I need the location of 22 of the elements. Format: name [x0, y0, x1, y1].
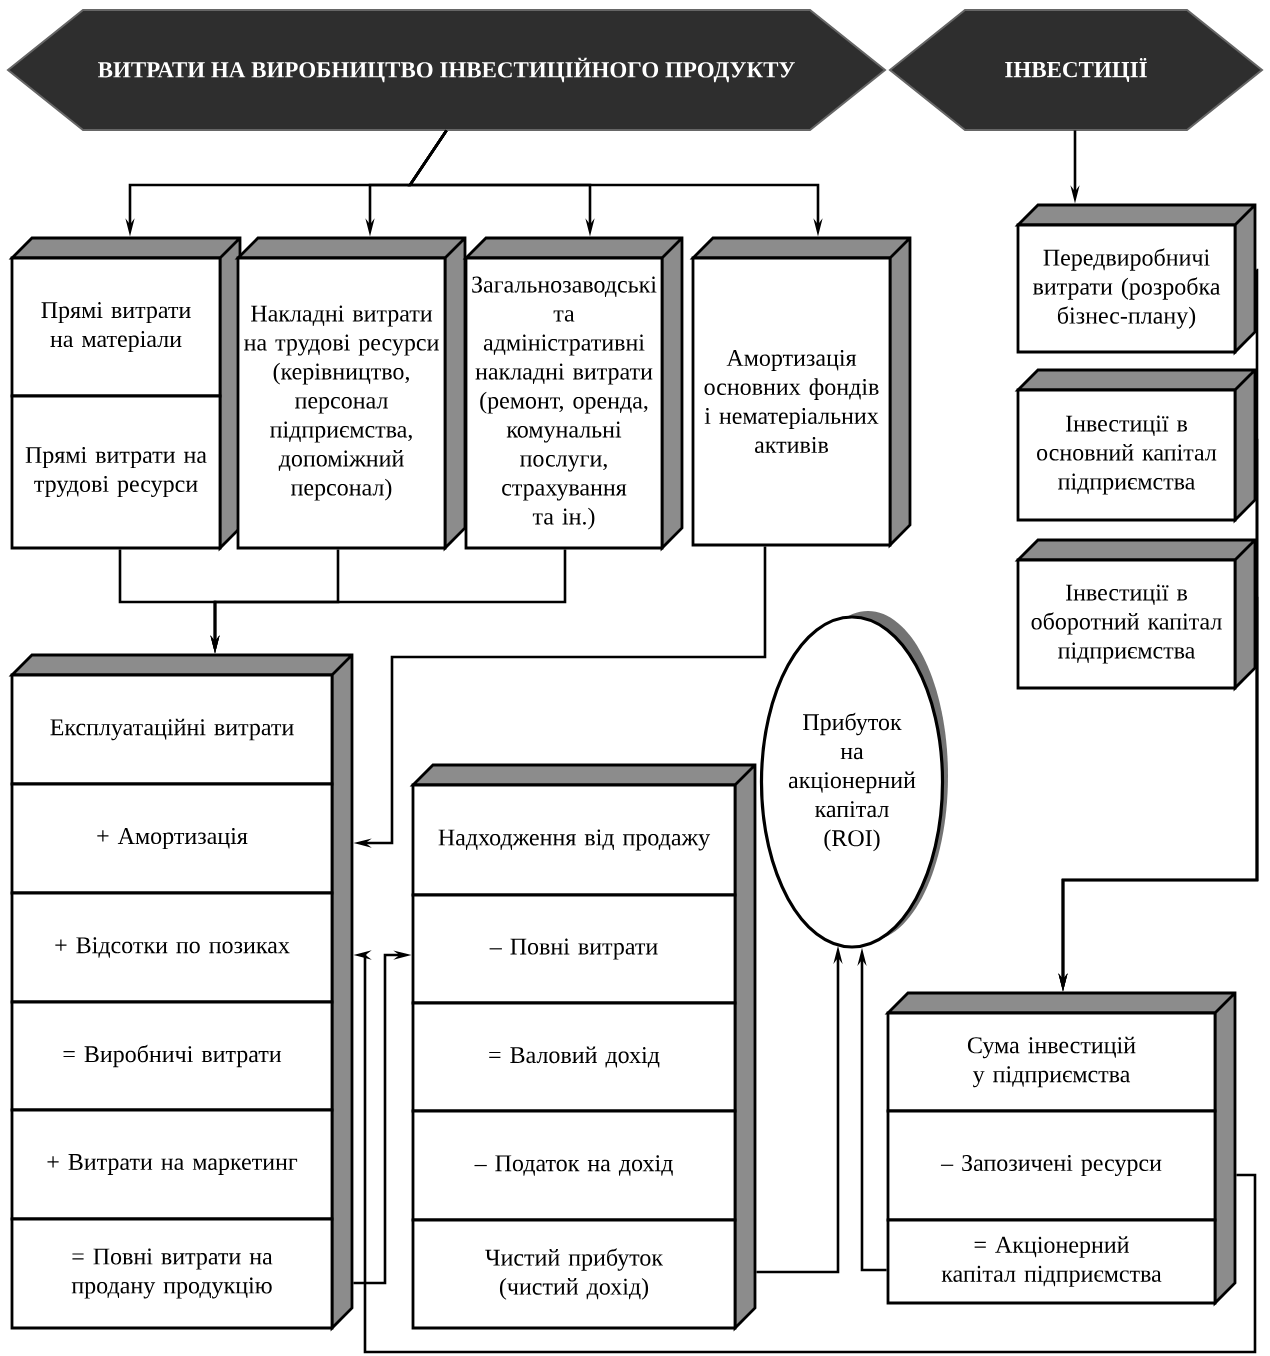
- text-box: – Запозичені ресурси: [886, 1109, 1217, 1222]
- text-box: Сума інвестицій у підприємства: [886, 1011, 1217, 1113]
- text-box: Амортизація основних фондів і нематеріальних активів: [691, 256, 892, 547]
- text-box: + Відсотки по позиках: [10, 891, 334, 1004]
- text-box: Прямі витрати на матеріали: [10, 256, 222, 398]
- text-box: Прямі витрати на трудові ресурси: [10, 394, 222, 550]
- text-box: Інвестиції в оборотний капітал підприємства: [1016, 558, 1237, 690]
- text-box: Інвестиції в основний капітал підприємства: [1016, 388, 1237, 522]
- text-box: = Акціонерний капітал підприємства: [886, 1218, 1217, 1305]
- text-box: Експлуатаційні витрати: [10, 673, 334, 786]
- text-box: Загальнозаводські та адміністративні накладні витрати (ремонт, оренда, комунальні послуги, страхування та ін.): [464, 256, 664, 550]
- text-box: Накладні витрати на трудові ресурси (керівництво, персонал підприємства, допоміжний персонал): [236, 256, 447, 550]
- text-box: – Податок на дохід: [411, 1109, 737, 1222]
- text-box: = Повні витрати на продану продукцію: [10, 1217, 334, 1330]
- text-box: Чистий прибуток (чистий дохід): [411, 1218, 737, 1330]
- text-box: + Амортизація: [10, 782, 334, 895]
- text-box: + Витрати на маркетинг: [10, 1108, 334, 1221]
- text-box: Передвиробничі витрати (розробка бізнес-плану): [1016, 223, 1237, 354]
- text-box: = Виробничі витрати: [10, 1000, 334, 1112]
- text-box: – Повні витрати: [411, 893, 737, 1005]
- text-box: = Валовий дохід: [411, 1001, 737, 1113]
- text-box: Надходження від продажу: [411, 783, 737, 897]
